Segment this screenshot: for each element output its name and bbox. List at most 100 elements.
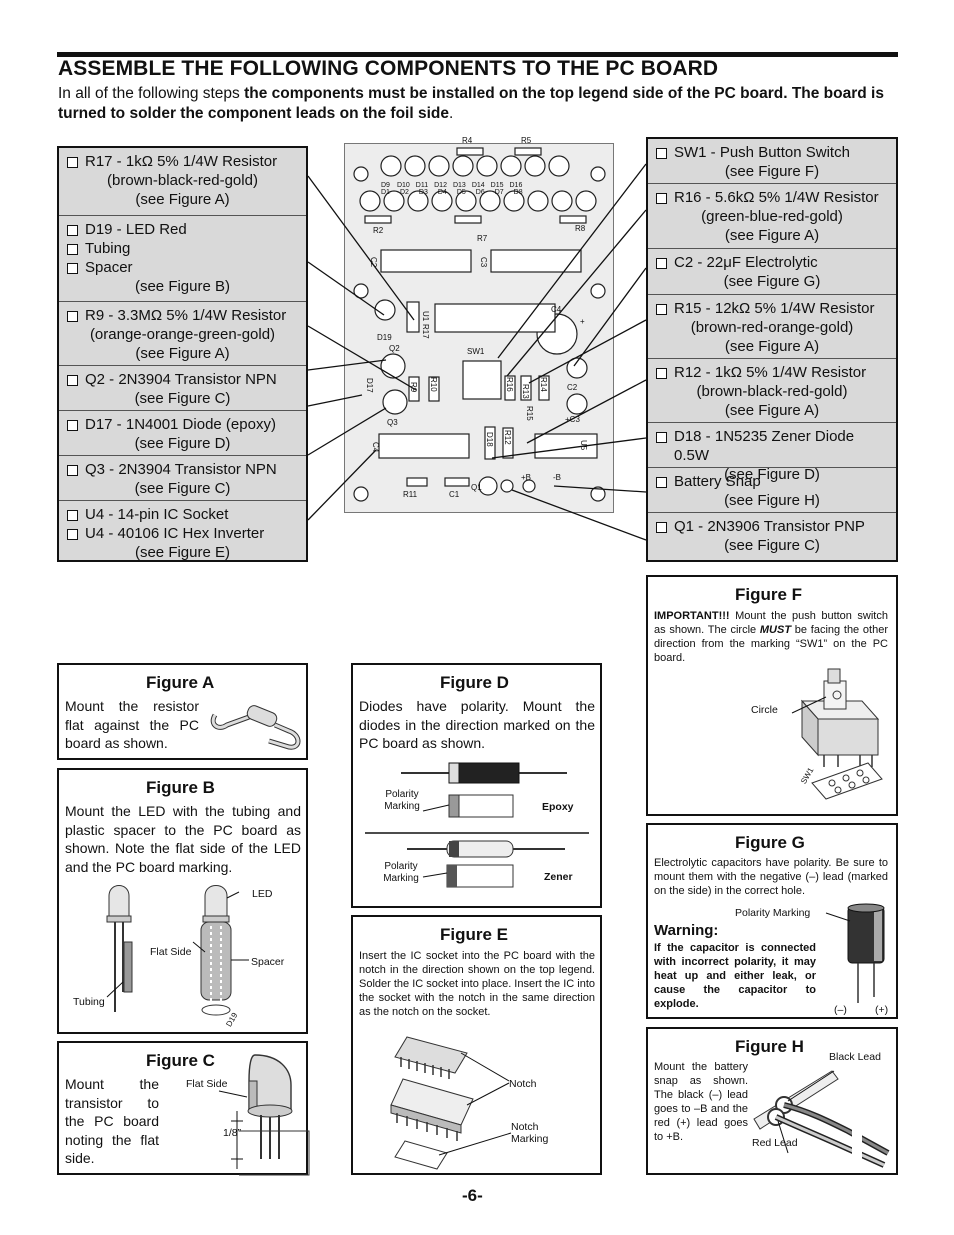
parts-list-note: (see Figure B)	[134, 278, 231, 295]
parts-list-note: (see Figure G)	[723, 273, 821, 290]
parts-list-item: R15 - 12kΩ 5% 1/4W Resistor(brown-red-or…	[648, 295, 896, 359]
figure-c-text: Mount the transistor to the PC board not…	[65, 1076, 159, 1166]
checkbox-icon[interactable]	[67, 244, 78, 255]
checkbox-icon[interactable]	[656, 477, 667, 488]
title-rule	[57, 52, 898, 57]
checkbox-icon[interactable]	[656, 148, 667, 159]
checkbox-icon[interactable]	[656, 368, 667, 379]
parts-list-part: D19 - LED Red	[85, 221, 187, 238]
board-label-r7: R7	[477, 234, 488, 243]
figure-g: Figure G Electrolytic capacitors have po…	[646, 823, 898, 1019]
parts-list-item: R17 - 1kΩ 5% 1/4W Resistor(brown-black-r…	[59, 148, 306, 216]
checkbox-icon[interactable]	[67, 375, 78, 386]
board-label-c2a: C2	[369, 257, 378, 268]
checkbox-icon[interactable]	[67, 510, 78, 521]
parts-list-part: Battery Snap	[674, 473, 761, 490]
board-label-c4b: C4	[371, 442, 380, 453]
figure-b-spacer-label: Spacer	[251, 956, 285, 968]
parts-list-part: C2 - 22μF Electrolytic	[674, 254, 818, 271]
board-label-pb: +B	[521, 473, 531, 482]
figure-b-text: Mount the LED with the tubing and plasti…	[65, 803, 301, 875]
ic-illustration	[390, 1036, 512, 1170]
figure-f-title: Figure F	[735, 585, 803, 604]
checkbox-icon[interactable]	[656, 304, 667, 315]
left-parts-list: R17 - 1kΩ 5% 1/4W Resistor(brown-black-r…	[57, 146, 308, 562]
board-label-r2: R2	[373, 226, 384, 235]
board-label-plus: +	[580, 317, 585, 326]
intro-text: In all of the following steps the compon…	[58, 84, 903, 124]
parts-list-item: Battery Snap (see Figure H)	[648, 468, 896, 513]
board-label-r4: R4	[462, 136, 473, 145]
board-label-r9: R9	[409, 382, 418, 393]
parts-list-part: R16 - 5.6kΩ 5% 1/4W Resistor	[674, 189, 879, 206]
parts-list-part: Q1 - 2N3906 Transistor PNP	[674, 518, 865, 535]
figure-f-text-1: Mount the push button switch as shown. T…	[654, 610, 888, 636]
board-label-u5: U5	[579, 440, 588, 451]
checkbox-icon[interactable]	[67, 225, 78, 236]
board-label-r11: R11	[403, 490, 418, 499]
checkbox-icon[interactable]	[656, 258, 667, 269]
parts-list-part: SW1 - Push Button Switch	[674, 144, 850, 161]
board-label-r12: R12	[503, 430, 512, 445]
parts-list-item: R9 - 3.3MΩ 5% 1/4W Resistor(orange-orang…	[59, 302, 306, 366]
parts-list-note: (see Figure A)	[135, 191, 230, 208]
parts-list-part: U4 - 40106 IC Hex Inverter	[85, 525, 265, 542]
checkbox-icon[interactable]	[67, 157, 78, 168]
board-label-q3: Q3	[387, 418, 398, 427]
parts-list-note: (see Figure H)	[724, 492, 820, 509]
checkbox-icon[interactable]	[656, 522, 667, 533]
board-label-d19: D19	[377, 333, 392, 342]
parts-list-note: (see Figure A)	[135, 345, 230, 362]
battery-snap-illustration	[753, 1070, 890, 1168]
parts-list-part: D18 - 1N5235 Zener Diode 0.5W	[674, 428, 855, 464]
board-label-r15: R15	[525, 406, 534, 421]
board-label-c3: +C3	[565, 415, 580, 424]
parts-list-item: R12 - 1kΩ 5% 1/4W Resistor(brown-black-r…	[648, 359, 896, 423]
figure-c-flat-label: Flat Side	[186, 1078, 228, 1090]
figure-g-warning-title: Warning:	[654, 922, 719, 939]
parts-list-note: (orange-orange-green-gold)	[89, 326, 276, 343]
transistor-illustration	[218, 1054, 310, 1176]
parts-list-item: D17 - 1N4001 Diode (epoxy)(see Figure D)	[59, 411, 306, 456]
checkbox-icon[interactable]	[656, 193, 667, 204]
figure-f-text-2: be facing the other direction from the m…	[654, 624, 888, 664]
parts-list-part: Q3 - 2N3904 Transistor NPN	[85, 461, 277, 478]
figure-e-notch-marking-label: Notch Marking	[511, 1121, 549, 1145]
figure-c-title: Figure C	[146, 1051, 215, 1070]
figure-a-title: Figure A	[146, 673, 215, 692]
board-label-c1: C1	[449, 490, 460, 499]
figure-d-epoxy-label: Epoxy	[542, 801, 574, 813]
board-label-d17: D17	[365, 378, 374, 393]
parts-list-part: Spacer	[85, 259, 133, 276]
checkbox-icon[interactable]	[656, 432, 667, 443]
figure-e: Figure E Insert the IC socket into the P…	[351, 915, 602, 1175]
checkbox-icon[interactable]	[67, 465, 78, 476]
page-title: ASSEMBLE THE FOLLOWING COMPONENTS TO THE…	[58, 57, 719, 80]
parts-list-note: (brown-black-red-gold)	[107, 172, 258, 189]
resistor-illustration	[210, 705, 301, 750]
checkbox-icon[interactable]	[67, 529, 78, 540]
parts-list-note: (brown-black-red-gold)	[696, 383, 848, 400]
figure-d-text: Diodes have polarity. Mount the diodes i…	[359, 698, 595, 751]
figure-c: Figure C Mount the transistor to the PC …	[57, 1041, 310, 1176]
right-parts-list: SW1 - Push Button Switch(see Figure F)R1…	[646, 137, 898, 562]
parts-list-part: Tubing	[85, 240, 131, 257]
board-label-r17: R17	[421, 324, 430, 339]
parts-list-part: Q2 - 2N3904 Transistor NPN	[85, 371, 277, 388]
board-label-r16: R16	[505, 377, 514, 392]
figure-g-warning: If the capacitor is connected with incor…	[654, 942, 816, 1010]
intro-end: .	[448, 105, 454, 122]
figure-b-title: Figure B	[146, 778, 215, 797]
parts-list-item: R16 - 5.6kΩ 5% 1/4W Resistor(green-blue-…	[648, 184, 896, 249]
figure-g-text: Electrolytic capacitors have polarity. B…	[654, 857, 888, 897]
page-number: -6-	[462, 1186, 483, 1205]
checkbox-icon[interactable]	[67, 420, 78, 431]
checkbox-icon[interactable]	[67, 263, 78, 274]
board-label-r14: R14	[539, 377, 548, 392]
board-label-c3a: C3	[479, 257, 488, 268]
board-label-c2: C2	[567, 383, 578, 392]
checkbox-icon[interactable]	[67, 311, 78, 322]
